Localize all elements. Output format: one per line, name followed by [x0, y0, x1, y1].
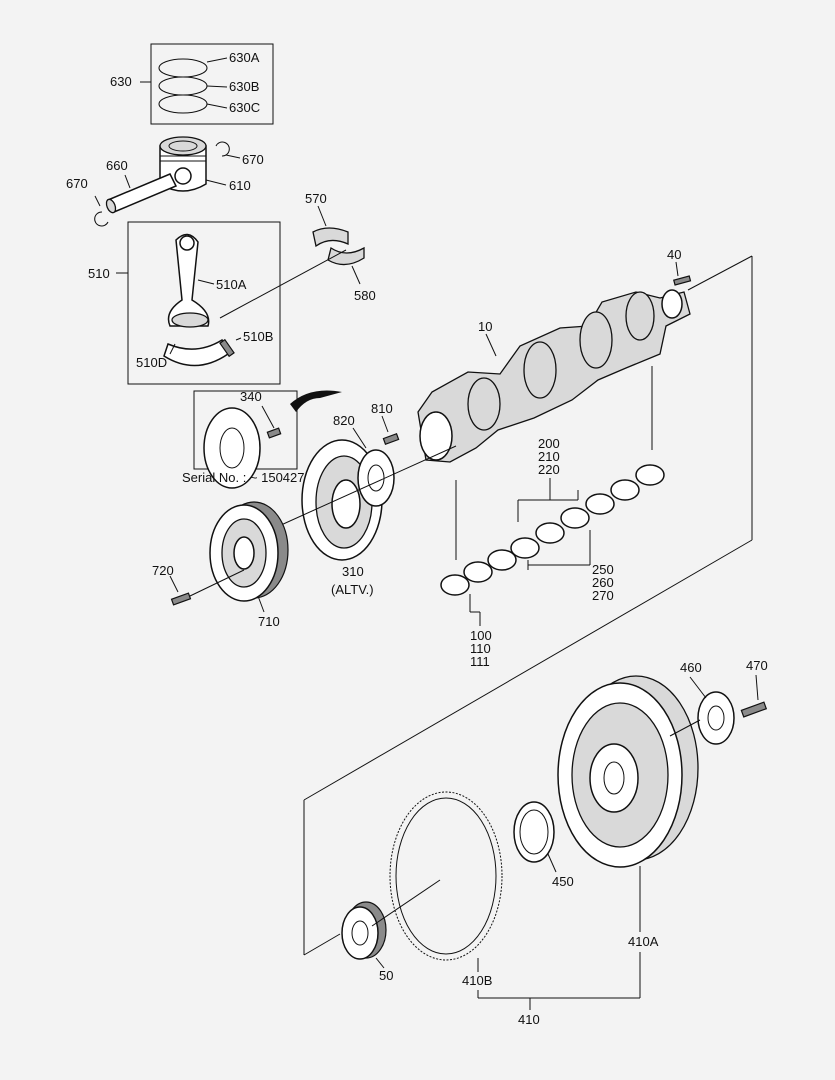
connecting-rod-group: 510 510A 510B 510D [88, 221, 347, 385]
label-450: 450 [552, 874, 574, 889]
label-630c: 630C [229, 100, 260, 115]
piston-ring-set: 630 630A 630B 630C [110, 43, 274, 125]
label-670-left: 670 [66, 176, 88, 191]
label-580: 580 [354, 288, 376, 303]
snap-ring-left [94, 211, 109, 227]
label-810: 810 [371, 401, 393, 416]
dowel-pin [673, 275, 692, 286]
label-410b: 410B [462, 973, 492, 988]
conrod-bolt [219, 338, 235, 358]
bolt-470 [740, 701, 768, 718]
label-610: 610 [229, 178, 251, 193]
plate-460 [697, 691, 735, 745]
ring-630c [158, 94, 208, 114]
conrod-bearing-shells: 570 580 [305, 191, 376, 303]
thrust-and-main-bearings: 200 210 220 250 260 270 100 110 111 [440, 366, 665, 669]
snap-ring-right [215, 141, 230, 157]
label-260: 260 [592, 575, 614, 590]
label-710: 710 [258, 614, 280, 629]
label-410a: 410A [628, 934, 659, 949]
label-630a: 630A [229, 50, 260, 65]
serial-inset: 340 Serial No. : ~ 150427 [182, 389, 342, 489]
piston-assembly: 660 670 670 610 [66, 136, 264, 227]
label-720: 720 [152, 563, 174, 578]
label-630b: 630B [229, 79, 259, 94]
serial-label: Serial No. : ~ 150427 [182, 470, 305, 485]
bolt-810 [382, 433, 400, 445]
label-200: 200 [538, 436, 560, 451]
label-210: 210 [538, 449, 560, 464]
label-510a: 510A [216, 277, 247, 292]
ring-630b [158, 76, 208, 96]
label-220: 220 [538, 462, 560, 477]
bolt-720 [170, 592, 192, 606]
ring-gear-410b [389, 791, 503, 961]
connecting-rod [167, 233, 210, 327]
label-270: 270 [592, 588, 614, 603]
label-570: 570 [305, 191, 327, 206]
label-100: 100 [470, 628, 492, 643]
bearing-shell-upper [312, 227, 349, 248]
conrod-cap [163, 338, 229, 367]
label-460: 460 [680, 660, 702, 675]
label-50: 50 [379, 968, 393, 983]
label-340: 340 [240, 389, 262, 404]
crankshaft-group: 40 10 [417, 247, 692, 463]
label-510d: 510D [136, 355, 167, 370]
label-410: 410 [518, 1012, 540, 1027]
front-pulley-group: 820 810 310 (ALTV.) [269, 401, 457, 597]
label-111: 111 [470, 654, 490, 669]
label-510: 510 [88, 266, 110, 281]
vbelt-pulley-group: 720 710 [152, 501, 289, 629]
bearing-shell-lower [327, 246, 365, 266]
label-820: 820 [333, 413, 355, 428]
pulley-inset [203, 407, 261, 489]
flywheel-group: 460 470 450 410A 410B 410 50 [303, 255, 768, 1027]
ring-set-frame [150, 43, 274, 125]
label-670-right: 670 [242, 152, 264, 167]
label-10: 10 [478, 319, 492, 334]
spacer-820 [357, 449, 395, 507]
ring-630a [158, 58, 208, 78]
label-40: 40 [667, 247, 681, 262]
label-470: 470 [746, 658, 768, 673]
label-510b: 510B [243, 329, 273, 344]
label-630: 630 [110, 74, 132, 89]
label-altv: (ALTV.) [331, 582, 374, 597]
label-110: 110 [470, 641, 491, 656]
piston-pin [106, 173, 178, 213]
conrod-frame [127, 221, 281, 385]
label-660: 660 [106, 158, 128, 173]
label-250: 250 [592, 562, 614, 577]
gear-50 [341, 906, 379, 960]
label-310: 310 [342, 564, 364, 579]
bolt-340 [266, 427, 282, 439]
